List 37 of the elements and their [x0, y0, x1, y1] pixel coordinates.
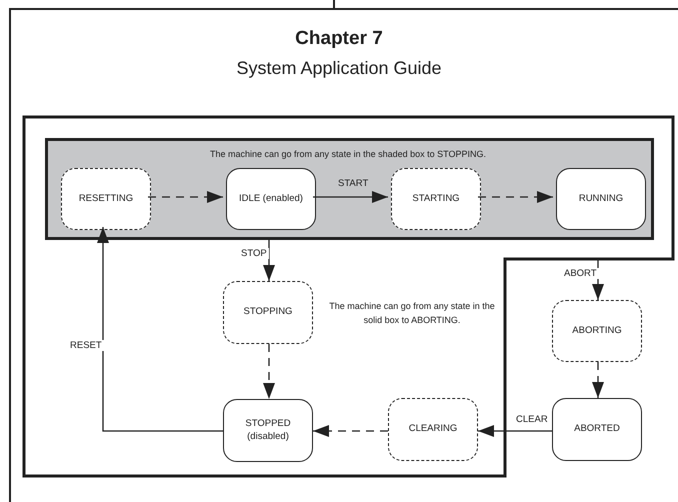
arrow: [263, 344, 275, 399]
arrow: [592, 362, 604, 398]
arrow: [313, 191, 388, 203]
state-box: [61, 168, 151, 230]
state-box: [223, 399, 313, 462]
state-name: STOPPING: [244, 306, 292, 319]
state-name: STOPPED (disabled): [244, 418, 292, 444]
state-box: [556, 168, 646, 230]
edge-label: START: [336, 178, 370, 189]
state-box: [552, 300, 642, 362]
state-box: [391, 168, 481, 230]
arrow: [313, 425, 388, 437]
edge-label: CLEAR: [514, 414, 550, 425]
edge-label: STOP: [239, 248, 269, 259]
arrow: [97, 227, 223, 432]
subtitle: System Application Guide: [235, 58, 443, 79]
edge-label: ABORT: [562, 268, 599, 279]
state-name: STARTING: [412, 192, 460, 206]
note-text: The machine can go from any state in the solid box to ABORTING.: [328, 300, 496, 326]
arrow: [478, 191, 553, 203]
state-box: [226, 168, 316, 230]
state-box: [552, 398, 642, 461]
state-box: [388, 398, 478, 461]
chapter-heading: Chapter 7: [294, 28, 384, 50]
state-name: RESETTING: [78, 192, 134, 206]
state-box: [223, 281, 313, 344]
state-name: IDLE (enabled): [239, 192, 303, 206]
state-name: ABORTING: [572, 324, 622, 338]
arrow: [148, 191, 223, 203]
arrow: [263, 240, 275, 281]
note-text: The machine can go from any state in the shaded box to STOPPING.: [209, 148, 487, 161]
shaded-region: [45, 138, 654, 240]
state-name: CLEARING: [408, 423, 458, 436]
state-name: RUNNING: [578, 192, 624, 206]
arrow: [478, 425, 552, 437]
edge-label: RESET: [68, 340, 104, 351]
state-name: ABORTED: [574, 423, 620, 436]
